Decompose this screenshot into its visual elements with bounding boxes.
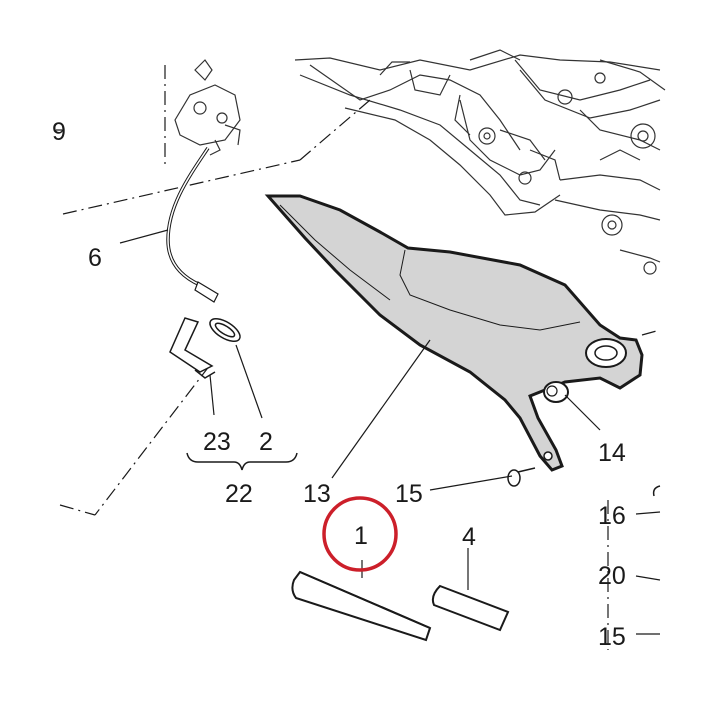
- label-20: 20: [598, 562, 626, 590]
- label-15-right: 15: [598, 623, 626, 651]
- label-9-cropped: 9: [52, 118, 66, 146]
- pad-4: [431, 584, 510, 632]
- label-22: 22: [225, 480, 253, 508]
- clip-23: [169, 317, 216, 379]
- label-4: 4: [462, 523, 476, 551]
- label-14: 14: [598, 439, 626, 467]
- cable-6: [166, 147, 219, 303]
- label-13: 13: [303, 480, 331, 508]
- label-16: 16: [598, 502, 626, 530]
- part-labels: 1 4 6 13 14 15 15 16 20 22 23 2 9: [52, 118, 626, 651]
- bracket-22: [186, 452, 298, 471]
- bushing-14: [543, 381, 569, 403]
- label-6: 6: [88, 244, 102, 272]
- highlight-circle: [322, 496, 398, 572]
- leader-lines-right: [56, 129, 661, 635]
- cover-13: [264, 194, 644, 472]
- label-1: 1: [354, 522, 368, 550]
- guide-lines: [59, 65, 661, 650]
- frame-assembly: [294, 49, 666, 275]
- label-2: 2: [259, 428, 273, 456]
- label-15: 15: [395, 480, 423, 508]
- screw-15: [507, 467, 536, 487]
- leader-lines-left: [119, 229, 263, 419]
- grommet-2: [209, 317, 241, 343]
- edge-fragment: [652, 485, 661, 497]
- label-23: 23: [203, 428, 231, 456]
- pad-1: [291, 570, 432, 642]
- latch-part: [174, 59, 241, 156]
